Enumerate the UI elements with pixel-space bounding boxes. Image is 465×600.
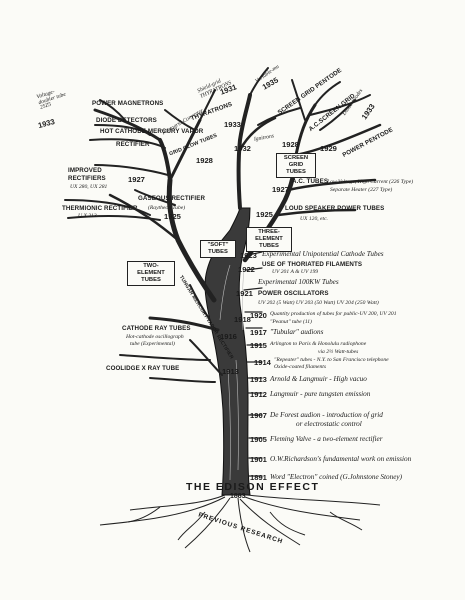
year-1929: 1929 xyxy=(320,144,337,153)
year-1913b: 1913 xyxy=(222,367,239,376)
year-1927b: 1927 xyxy=(272,185,289,194)
event-year: 1901 xyxy=(250,455,267,464)
box-two-element-tubes: TWO-ELEMENT TUBES xyxy=(127,261,175,286)
event-year: 1907 xyxy=(250,411,267,420)
year-1928b: 1928 xyxy=(282,140,299,149)
event-year: 1921 xyxy=(236,289,253,298)
diagram-title: THE EDISON EFFECT xyxy=(186,481,320,493)
event-text: USE OF THORIATED FILAMENTS xyxy=(262,261,363,268)
label-diode-detectors: DIODE DETECTORS xyxy=(96,117,157,124)
label-loud-speaker: LOUD SPEAKER POWER TUBES xyxy=(285,205,385,212)
label-ac-note-2: Separate Heater (227 Type) xyxy=(330,187,393,193)
event-text: "Tubular" audions xyxy=(270,328,324,336)
trunk xyxy=(204,207,251,496)
year-1933b: 1933 xyxy=(224,120,241,129)
year-1927a: 1927 xyxy=(128,175,145,184)
box-soft-tubes: "SOFT" TUBES xyxy=(200,240,236,258)
label-improved-2: RECTIFIERS xyxy=(68,175,106,182)
title-year: 1883 xyxy=(230,493,246,500)
event-year: 1891 xyxy=(250,473,267,482)
event-text: UV 201 A & UV 199 xyxy=(272,269,319,275)
year-1925b: 1925 xyxy=(256,210,273,219)
event-year: 1915 xyxy=(250,341,267,350)
event-text: De Forest audion - introduction of grid xyxy=(270,411,383,419)
box-screen-grid-tubes: SCREEN GRID TUBES xyxy=(276,153,316,178)
year-1916: 1916 xyxy=(220,332,237,341)
event-year: 1923 xyxy=(240,251,257,260)
event-text: or electrostatic control xyxy=(296,420,362,428)
event-text: Word "Electron" coined (G.Johnstone Ston… xyxy=(270,473,402,481)
event-text: UV 202 (5 Watt) UV 203 (50 Watt) UV 204 … xyxy=(258,300,379,306)
label-ux213: U X 213 xyxy=(78,213,97,219)
event-year: 1922 xyxy=(238,265,255,274)
label-rectifier: RECTIFIER xyxy=(116,141,150,148)
label-coolidge: COOLIDGE X RAY TUBE xyxy=(106,365,180,372)
label-cathode-ray: CATHODE RAY TUBES xyxy=(122,325,191,332)
year-1918: 1918 xyxy=(234,315,251,324)
event-text: Arlington to Paris & Honolulu radiophone xyxy=(270,341,367,347)
event-year: 1913 xyxy=(250,375,267,384)
label-ux280: UX 280, UX 281 xyxy=(70,184,108,190)
event-text: Oxide-coated filaments xyxy=(274,364,327,370)
event-text: Langmuir - pure tungsten emission xyxy=(270,390,371,398)
year-1932: 1932 xyxy=(234,144,251,153)
branches xyxy=(64,67,382,477)
event-text: Experimental Unipotential Cathode Tubes xyxy=(262,250,384,258)
event-year: 1917 xyxy=(250,328,267,337)
trunk-bark xyxy=(219,264,245,481)
event-text: "Peanut" tube (11) xyxy=(270,319,312,325)
event-year: 1920 xyxy=(250,311,267,320)
label-gaseous: GASEOUS RECTIFIER xyxy=(138,195,206,202)
event-year: 1912 xyxy=(250,390,267,399)
label-ac-note-1: Low Voltage, High Current (226 Type) xyxy=(327,179,414,185)
label-power-magnetrons: POWER MAGNETRONS xyxy=(92,100,164,107)
label-osc-2: tube (Experimental) xyxy=(130,341,175,347)
event-text: Fleming Valve - a two-element rectifier xyxy=(270,435,383,443)
event-text: O.W.Richardson's fundamental work on emi… xyxy=(270,455,412,463)
label-hot-cathode-mv: HOT CATHODE MERCURY VAPOR xyxy=(100,128,204,135)
label-raytheon: (Raytheon Tube) xyxy=(148,205,186,211)
event-text: Quantity production of tubes for public-… xyxy=(270,311,397,317)
label-thermionic: THERMIONIC RECTIFIER xyxy=(62,205,138,212)
event-text: via 2½ Watt-tubes xyxy=(318,349,359,355)
year-1925a: 1925 xyxy=(164,212,181,221)
year-1928a: 1928 xyxy=(196,156,213,165)
label-ux120: UX 120, etc. xyxy=(300,216,328,222)
event-year: 1905 xyxy=(250,435,267,444)
event-year: 1914 xyxy=(254,358,271,367)
event-text: Arnold & Langmuir - High vacuo xyxy=(270,375,367,383)
roots xyxy=(99,494,381,553)
event-text: Experimental 100KW Tubes xyxy=(258,278,339,286)
label-osc-1: Hot-cathode oscillograph xyxy=(126,334,184,340)
label-ac-tubes: A.C. TUBES xyxy=(292,178,329,185)
event-text: "Repeater" tubes - N.Y. to San Francisco… xyxy=(274,357,389,363)
label-improved-1: IMPROVED xyxy=(68,167,102,174)
box-three-element-tubes: THREE-ELEMENT TUBES xyxy=(246,227,292,252)
event-text: POWER OSCILLATORS xyxy=(258,290,329,297)
